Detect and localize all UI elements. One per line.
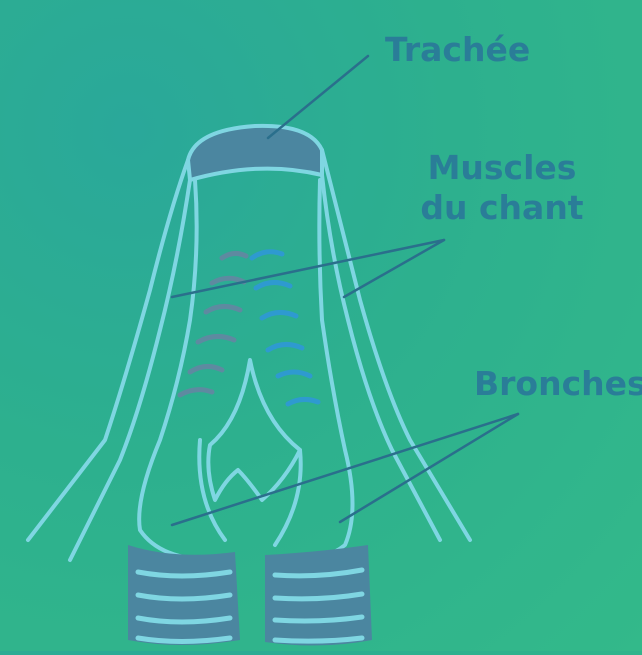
trachea-cap [188,126,322,180]
label-muscles-line1: Muscles [418,148,586,188]
outer-sheath-left-inner [70,180,190,560]
label-bronches: Bronches [474,364,642,404]
label-muscles-line2: du chant [418,188,586,228]
cartilage-rings-right [265,545,372,646]
bronchus-right-inner [275,450,301,545]
central-fork [208,360,300,500]
leader-line-trachee [268,56,368,138]
leader-line-bronches-right [340,414,518,522]
label-muscles: Muscles du chant [418,148,586,228]
leader-line-muscles-left [172,240,444,297]
label-trachee: Trachée [385,30,530,70]
leader-line-muscles-right [344,240,444,297]
outer-sheath-right-inner [322,175,440,540]
cartilage-rings-left [128,545,240,645]
